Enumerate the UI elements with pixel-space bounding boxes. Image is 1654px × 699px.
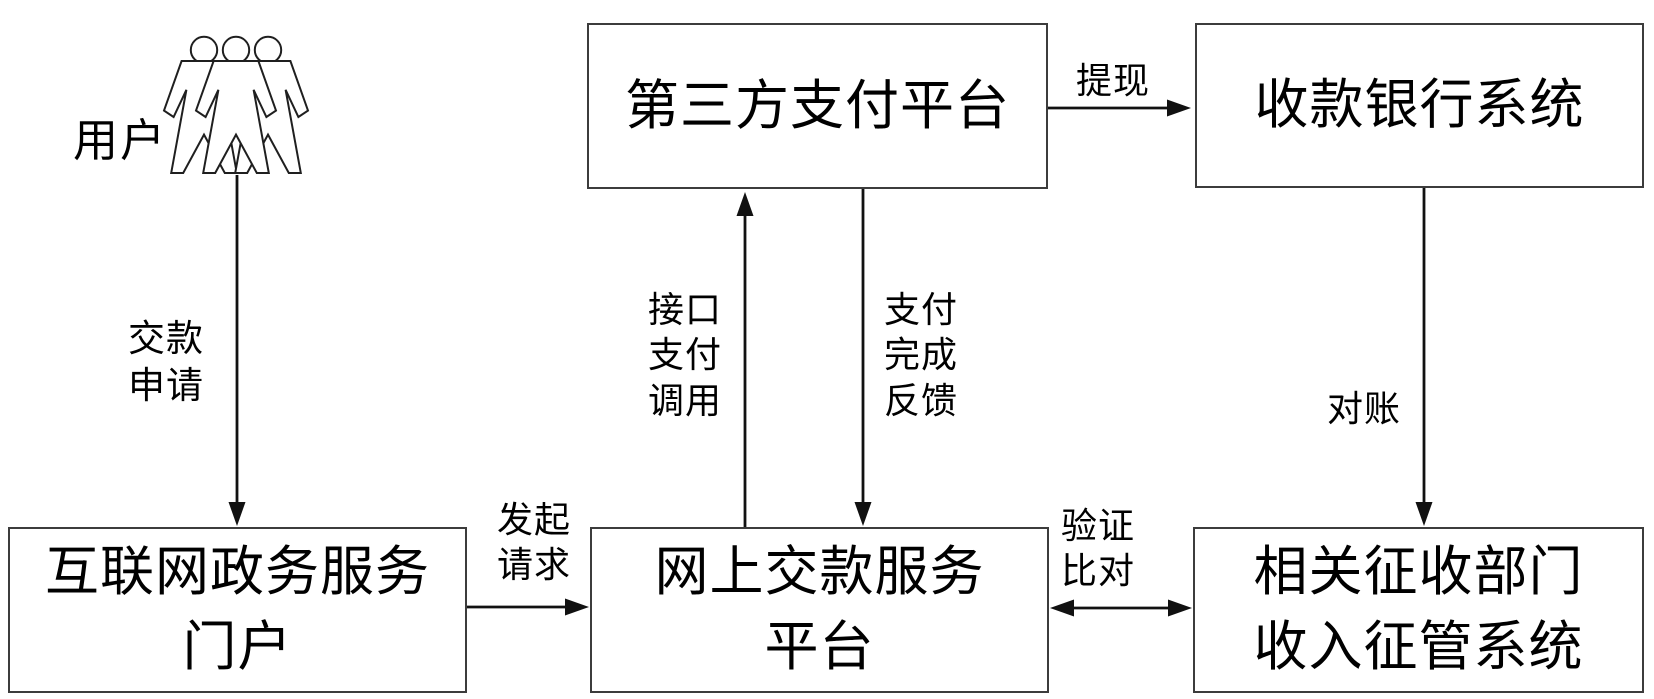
person-center — [194, 35, 278, 175]
arrow-bank-to-collection — [1415, 188, 1433, 526]
arrow-portal-to-online-payment — [467, 598, 589, 616]
node-government-portal-label: 互联网政务服务 门户 — [45, 542, 430, 677]
node-third-party-platform: 第三方支付平台 — [587, 23, 1048, 189]
node-online-payment-platform: 网上交款服务 平台 — [590, 527, 1049, 693]
edge-label-interface-call: 接口 支付 调用 — [647, 289, 722, 421]
edge-label-withdraw: 提现 — [1075, 60, 1150, 101]
node-collection-system: 相关征收部门 收入征管系统 — [1193, 527, 1644, 693]
node-government-portal: 互联网政务服务 门户 — [8, 527, 467, 693]
node-user-label: 用户 — [72, 115, 167, 166]
node-online-payment-platform-label: 网上交款服务 平台 — [654, 542, 985, 677]
node-bank-system-label: 收款银行系统 — [1254, 75, 1585, 136]
node-collection-system-label: 相关征收部门 收入征管系统 — [1253, 542, 1584, 677]
arrow-user-to-portal — [228, 175, 246, 526]
edge-label-reconciliation: 对账 — [1326, 388, 1401, 429]
arrow-third-party-to-bank — [1048, 99, 1191, 117]
arrow-online-payment-to-third-party — [736, 192, 754, 527]
edge-label-verify-compare: 验证 比对 — [1060, 505, 1135, 592]
edge-label-payment-feedback: 支付 完成 反馈 — [883, 289, 958, 421]
arrow-online-payment-collection-bidirectional — [1050, 599, 1192, 617]
node-bank-system: 收款银行系统 — [1195, 23, 1644, 188]
edge-label-initiate-request: 发起 请求 — [496, 499, 571, 586]
users-icon — [162, 35, 310, 175]
node-third-party-platform-label: 第三方支付平台 — [625, 75, 1010, 136]
edge-label-payment-request: 交款 申请 — [128, 318, 204, 406]
arrow-third-party-to-online-payment — [854, 189, 872, 526]
